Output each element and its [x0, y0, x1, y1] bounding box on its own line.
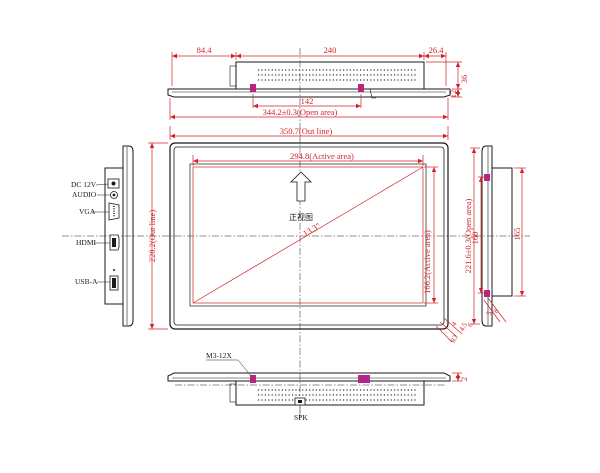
corner-dim-r3: R3 [449, 333, 460, 345]
top-dim-open-width: 344.2±0.3(Open area) [263, 107, 338, 117]
bottom-view: M3-12X SPK 2 [167, 351, 469, 422]
right-dim-8: 8 [492, 308, 501, 314]
port-audio-label: AUDIO [72, 190, 97, 199]
port-hdmi-label: HDMI [76, 238, 97, 247]
top-dim-right: 26.4 [429, 45, 445, 55]
right-view: 221.6±0.3(Open area) 160 165 5 8 [463, 145, 526, 327]
top-view: 84.4 240 26.4 36 12 142 344.2±0.3(Open a… [167, 45, 469, 120]
top-dim-mid: 240 [324, 45, 337, 55]
top-dim-left: 84.4 [197, 45, 213, 55]
right-dim-open-height: 221.6±0.3(Open area) [463, 198, 473, 273]
front-active-width: 294.8(Active area) [290, 151, 354, 161]
corner-dim-6: 6 [466, 321, 475, 328]
front-outline-height: 228.2(Out line) [147, 210, 157, 263]
top-vent-pattern [258, 69, 416, 81]
port-vga-label: VGA [79, 207, 96, 216]
front-outline-width: 350.7(Out line) [280, 126, 333, 136]
front-view: 350.7(Out line) 228.2(Out line) 294.8(Ac… [147, 126, 475, 345]
corner-dim-4: 4 [450, 320, 459, 327]
front-active-height: 166.2(Active area) [422, 230, 432, 294]
top-dim-142: 142 [301, 96, 314, 106]
top-dim-height-12: 12 [448, 90, 458, 99]
bottom-dim-2: 2 [459, 377, 469, 381]
diagonal-size: 13.3" [301, 220, 322, 238]
bottom-vent-pattern [258, 389, 416, 401]
corner-detail: 4 4.5 6 R3 [435, 317, 475, 345]
view-direction-arrow-icon [290, 171, 312, 202]
top-dim-height-36: 36 [459, 75, 469, 84]
corner-dim-4-5: 4.5 [458, 321, 470, 333]
right-dim-5: 5 [485, 310, 494, 316]
spk-label: SPK [294, 413, 308, 422]
front-view-label: 正视图 [289, 212, 313, 222]
right-dim-165: 165 [512, 228, 522, 241]
center-lines [62, 48, 530, 420]
screw-label: M3-12X [206, 351, 232, 360]
right-dim-160: 160 [470, 232, 480, 245]
port-usb-label: USB-A [75, 277, 98, 286]
port-dc-label: DC 12V [71, 180, 97, 189]
left-view: DC 12V AUDIO VGA HDMI USB-A [71, 145, 134, 327]
